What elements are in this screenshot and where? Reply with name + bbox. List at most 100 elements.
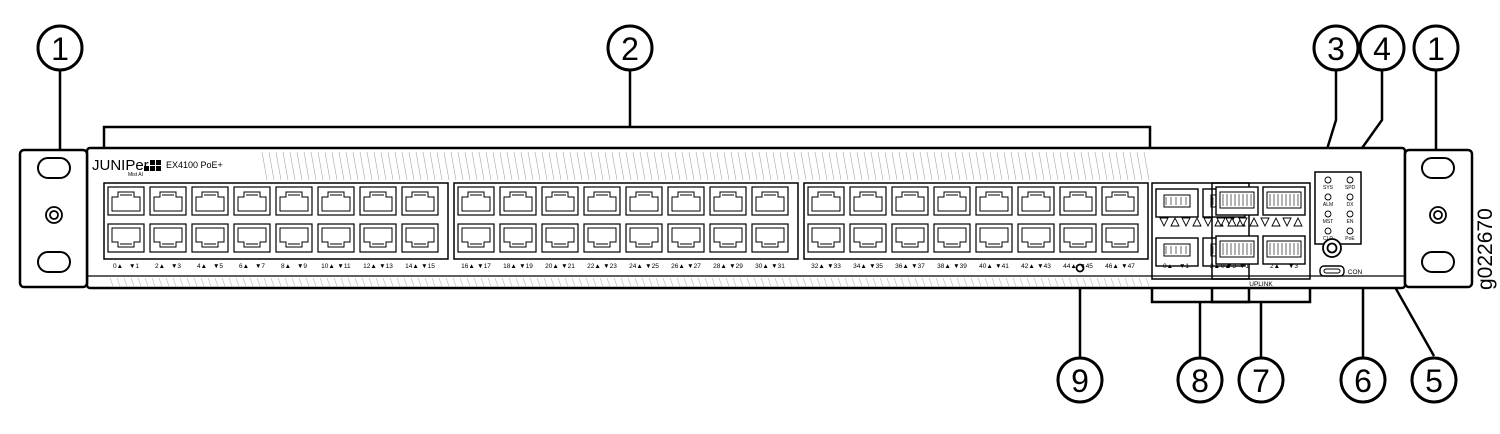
rj45-port bbox=[457, 186, 495, 216]
led-label: DX bbox=[1347, 202, 1355, 208]
port-label: 0▲ bbox=[113, 263, 123, 270]
uplink-label: ▼1 bbox=[1239, 263, 1249, 270]
port-label: ▼5 bbox=[213, 263, 223, 270]
callout-1-left: 1 bbox=[36, 24, 84, 72]
rj45-port bbox=[233, 223, 271, 253]
port-label: 40▲ bbox=[979, 263, 993, 270]
port-label: 34▲ bbox=[853, 263, 867, 270]
status-led-icon bbox=[1324, 193, 1332, 201]
rj45-port bbox=[317, 223, 355, 253]
status-led-icon bbox=[1324, 210, 1332, 218]
rj45-port bbox=[807, 186, 845, 216]
rj45-port bbox=[625, 223, 663, 253]
callout-7: 7 bbox=[1237, 356, 1285, 404]
rj45-port bbox=[1059, 186, 1097, 216]
rj45-port bbox=[457, 223, 495, 253]
uplink-label: 2▲ bbox=[1270, 263, 1280, 270]
rj45-port bbox=[401, 223, 439, 253]
rj45-port bbox=[709, 186, 747, 216]
status-led-icon bbox=[1324, 176, 1332, 184]
port-label: ▼23 bbox=[603, 263, 617, 270]
port-label: ▼27 bbox=[687, 263, 701, 270]
port-block-3 bbox=[803, 182, 1149, 260]
rj45-port-groups bbox=[103, 182, 1149, 260]
port-label: 36▲ bbox=[895, 263, 909, 270]
leader-lines bbox=[58, 70, 1438, 358]
port-label: ▼37 bbox=[911, 263, 925, 270]
rj45-port bbox=[1101, 186, 1139, 216]
svg-text:2: 2 bbox=[621, 31, 639, 67]
port-label: 24▲ bbox=[629, 263, 643, 270]
led-label: MST bbox=[1323, 219, 1334, 225]
rj45-port bbox=[583, 186, 621, 216]
port-label: ▼19 bbox=[519, 263, 533, 270]
rj45-port bbox=[359, 186, 397, 216]
rj45-port bbox=[625, 186, 663, 216]
svg-text:3: 3 bbox=[1327, 31, 1345, 67]
status-led-icon bbox=[1324, 227, 1332, 235]
rj45-port bbox=[149, 186, 187, 216]
rj45-port bbox=[751, 186, 789, 216]
rj45-port bbox=[751, 223, 789, 253]
port-label: 14▲ bbox=[405, 263, 419, 270]
rj45-port bbox=[933, 223, 971, 253]
led-label: PoE bbox=[1345, 236, 1355, 242]
port-label: ▼11 bbox=[337, 263, 351, 270]
juniper-mark-icon bbox=[144, 160, 161, 171]
sfp-label: ▼1 bbox=[1179, 263, 1189, 270]
rj45-port bbox=[1059, 223, 1097, 253]
rj45-port bbox=[191, 186, 229, 216]
port-label: 38▲ bbox=[937, 263, 951, 270]
port-label: ▼35 bbox=[869, 263, 883, 270]
uplink-port bbox=[1262, 186, 1306, 216]
port-label: ▼45 bbox=[1079, 263, 1093, 270]
status-led-icon bbox=[1346, 227, 1354, 235]
brand-logo-text: JUNIPer bbox=[92, 157, 149, 174]
callout-3: 3 bbox=[1312, 24, 1360, 72]
port-label: 22▲ bbox=[587, 263, 601, 270]
sub-brand-text: Mist AI bbox=[128, 172, 143, 178]
svg-text:8: 8 bbox=[1191, 363, 1209, 399]
port-label: 12▲ bbox=[363, 263, 377, 270]
port-label: ▼1 bbox=[129, 263, 139, 270]
led-label: EN bbox=[1347, 219, 1354, 225]
port-label: 30▲ bbox=[755, 263, 769, 270]
port-label: 10▲ bbox=[321, 263, 335, 270]
figure-id: g022670 bbox=[1474, 208, 1497, 290]
status-led-icon bbox=[1346, 176, 1354, 184]
uplink-label: ▼3 bbox=[1288, 263, 1298, 270]
port-label: 32▲ bbox=[811, 263, 825, 270]
reset-pinhole bbox=[1075, 263, 1085, 273]
port-label: ▼3 bbox=[171, 263, 181, 270]
callout-6: 6 bbox=[1339, 356, 1387, 404]
rj45-port bbox=[849, 223, 887, 253]
led-label: SYS bbox=[1323, 185, 1334, 191]
port-label: 28▲ bbox=[713, 263, 727, 270]
rack-ear-left bbox=[18, 148, 89, 289]
sfp-port bbox=[1155, 188, 1199, 218]
port-block-1 bbox=[103, 182, 449, 260]
port-label: ▼17 bbox=[477, 263, 491, 270]
port-label: 2▲ bbox=[155, 263, 165, 270]
sfp-label: 2▲ bbox=[1210, 263, 1220, 270]
port-label: 16▲ bbox=[461, 263, 475, 270]
port-label: 42▲ bbox=[1021, 263, 1035, 270]
rj45-port bbox=[233, 186, 271, 216]
svg-text:9: 9 bbox=[1071, 363, 1089, 399]
callout-1-right: 1 bbox=[1412, 24, 1460, 72]
vent-pattern bbox=[109, 151, 1150, 287]
port-label: ▼7 bbox=[255, 263, 265, 270]
callout-9: 9 bbox=[1056, 356, 1104, 404]
uplink-title: UPLINK bbox=[1249, 281, 1273, 288]
rj45-port bbox=[1017, 186, 1055, 216]
port-label: ▼47 bbox=[1121, 263, 1135, 270]
rj45-port bbox=[275, 186, 313, 216]
port-label: ▼13 bbox=[379, 263, 393, 270]
rj45-port bbox=[401, 186, 439, 216]
callouts: 1 2 3 4 1 5 6 7 8 9 bbox=[36, 24, 1460, 404]
rj45-port bbox=[275, 223, 313, 253]
port-label: 20▲ bbox=[545, 263, 559, 270]
rj45-port bbox=[359, 223, 397, 253]
port-label: ▼25 bbox=[645, 263, 659, 270]
